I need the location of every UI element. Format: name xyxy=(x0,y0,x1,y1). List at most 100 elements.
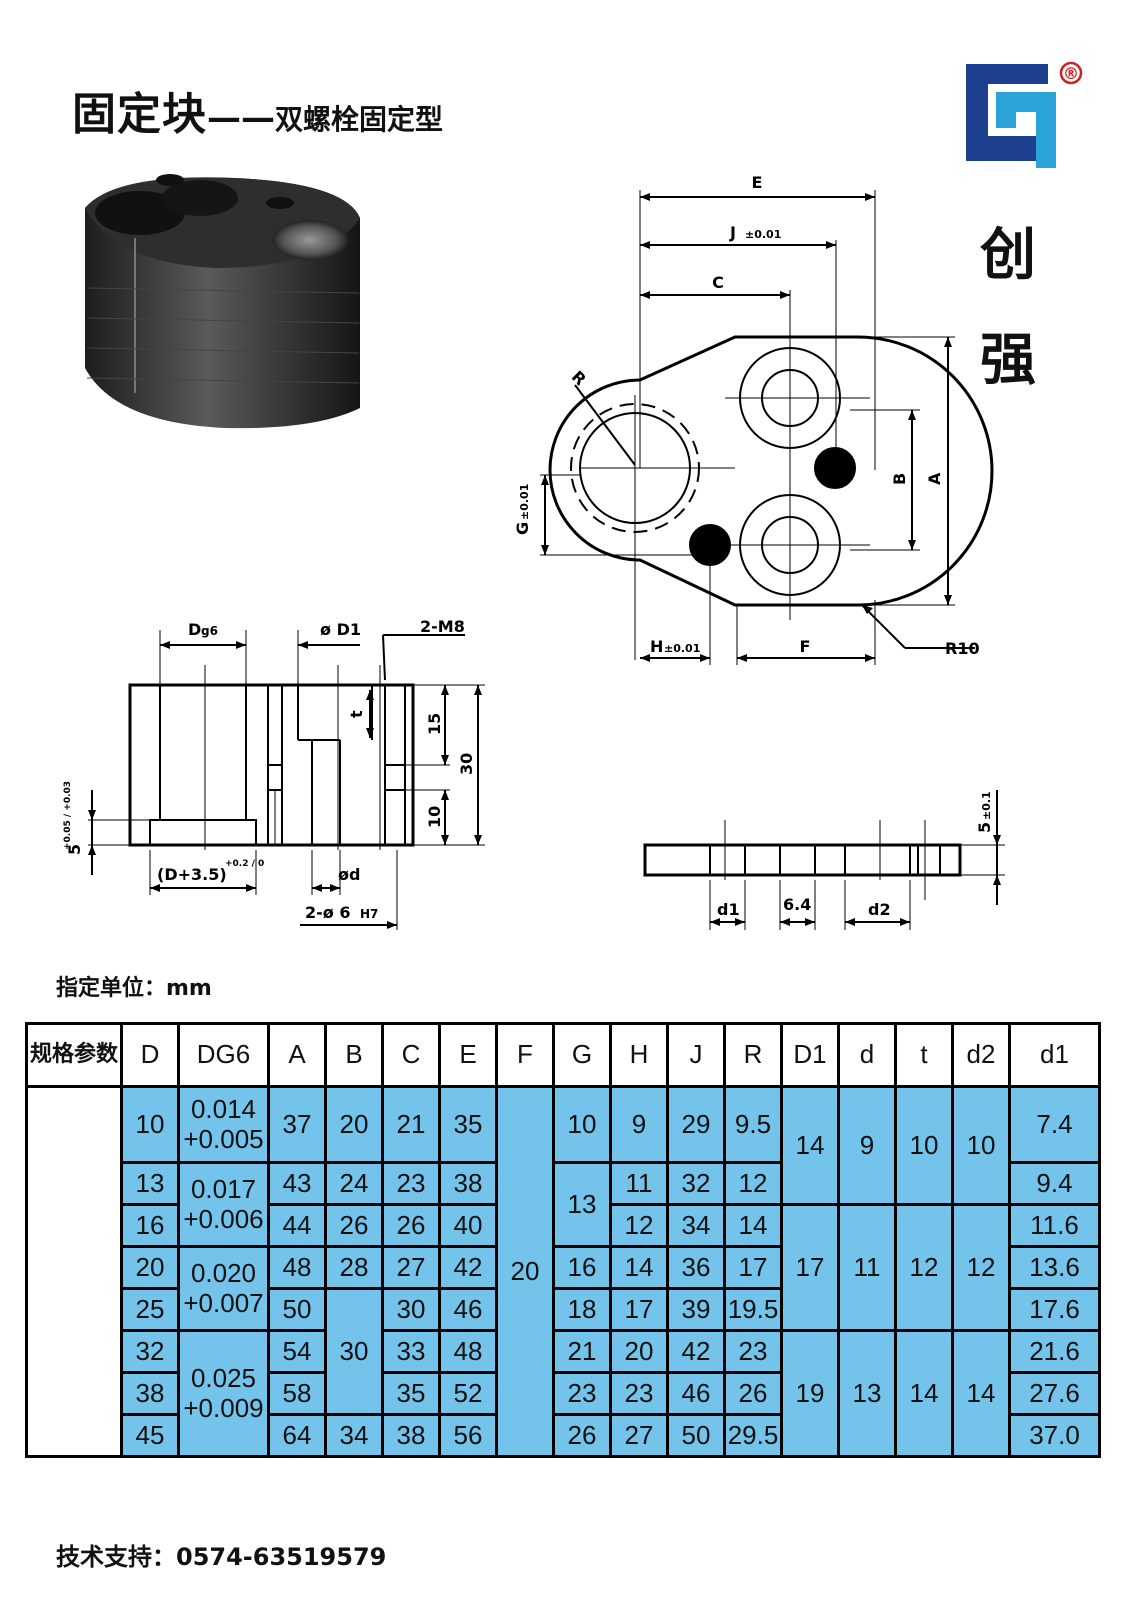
cell-h: 23 xyxy=(609,1371,669,1416)
cell-h: 27 xyxy=(609,1413,669,1458)
cell-dg6: 0.014+0.005 xyxy=(177,1085,270,1164)
cell-e: 52 xyxy=(438,1371,498,1416)
cell-d1-small: 11.6 xyxy=(1008,1203,1101,1248)
dim-d1-side: d1 xyxy=(717,900,740,919)
dim-j: J xyxy=(729,223,736,242)
cell-t: 10 xyxy=(894,1085,954,1206)
cell-g: 13 xyxy=(552,1161,612,1248)
header-b: B xyxy=(324,1022,384,1088)
cell-a: 64 xyxy=(267,1413,327,1458)
cell-d-small: 13 xyxy=(837,1329,897,1458)
cell-a: 58 xyxy=(267,1371,327,1416)
table-row: 20 0.020+0.007 48 28 27 42 16 14 36 17 1… xyxy=(27,1245,1101,1332)
dim-15: 15 xyxy=(425,713,444,735)
cell-d: 25 xyxy=(120,1287,180,1332)
cell-j: 32 xyxy=(666,1161,726,1206)
product-photo xyxy=(85,174,360,429)
dim-r: R xyxy=(568,367,590,389)
cell-t: 12 xyxy=(894,1203,954,1332)
dim-5-tol: +0.05 / +0.03 xyxy=(63,781,73,850)
contact-info: 技术支持：0574-63519579 xyxy=(56,1543,387,1571)
cell-d: 38 xyxy=(120,1371,180,1416)
cell-h: 9 xyxy=(609,1085,669,1164)
cell-d1-small: 13.6 xyxy=(1008,1245,1101,1290)
cell-r: 19.5 xyxy=(723,1287,783,1332)
header-d-small: d xyxy=(837,1022,897,1088)
dim-d: ød xyxy=(338,865,360,884)
header-t: t xyxy=(894,1022,954,1088)
cell-b: 20 xyxy=(324,1085,384,1164)
cell-d: 20 xyxy=(120,1245,180,1290)
cell-a: 54 xyxy=(267,1329,327,1374)
cell-d1: 14 xyxy=(780,1085,840,1206)
cell-j: 39 xyxy=(666,1287,726,1332)
cell-d-small: 9 xyxy=(837,1085,897,1206)
cell-c: 21 xyxy=(381,1085,441,1164)
title-main: 固定块 xyxy=(72,89,207,140)
cell-a: 48 xyxy=(267,1245,327,1290)
cell-b: 28 xyxy=(324,1245,384,1290)
cell-f: 20 xyxy=(495,1085,555,1458)
dim-e: E xyxy=(752,173,763,192)
header-d2: d2 xyxy=(951,1022,1011,1088)
cell-r: 23 xyxy=(723,1329,783,1374)
top-view xyxy=(540,190,994,665)
cell-b: 24 xyxy=(324,1161,384,1206)
cell-r: 29.5 xyxy=(723,1413,783,1458)
side-view xyxy=(643,790,1005,930)
dim-5-side-tol: ±0.1 xyxy=(980,791,993,820)
dim-6-4: 6.4 xyxy=(783,895,811,914)
cell-c: 27 xyxy=(381,1245,441,1290)
spec-table: 规格参数 D DG6 A B C E F G H J R D1 d t d2 d… xyxy=(25,1022,1101,1458)
dim-d2-side: d2 xyxy=(868,900,891,919)
dim-5-side: 5 xyxy=(975,822,994,833)
dim-10: 10 xyxy=(425,806,444,828)
dim-d35-tol: +0.2 / 0 xyxy=(225,859,264,869)
table-row: 25 50 30 30 46 18 17 39 19.5 17.6 xyxy=(27,1287,1101,1416)
table-row: 16 44 26 26 40 12 34 14 17 11 12 12 11.6 xyxy=(27,1203,1101,1332)
header-param: 规格参数 xyxy=(25,1022,123,1088)
dim-30: 30 xyxy=(457,753,476,775)
title-sub: 双螺栓固定型 xyxy=(275,103,444,136)
header-j: J xyxy=(666,1022,726,1088)
cell-r: 14 xyxy=(723,1203,783,1248)
cell-b: 34 xyxy=(324,1413,384,1458)
dim-r10: R10 xyxy=(945,639,980,658)
cell-d1-small: 7.4 xyxy=(1008,1085,1101,1164)
company-logo: ® xyxy=(966,61,1083,168)
cell-j: 36 xyxy=(666,1245,726,1290)
section-view xyxy=(88,630,485,930)
cell-d: 32 xyxy=(120,1329,180,1374)
dim-f: F xyxy=(800,637,811,656)
cell-g: 23 xyxy=(552,1371,612,1416)
registered-mark: ® xyxy=(1063,64,1079,83)
cell-j: 29 xyxy=(666,1085,726,1164)
table-header-row: 规格参数 D DG6 A B C E F G H J R D1 d t d2 d… xyxy=(25,1022,1101,1088)
cell-j: 50 xyxy=(666,1413,726,1458)
table-row: 10 0.014+0.005 37 20 21 35 20 10 9 29 9.… xyxy=(25,1085,1101,1458)
header-g: G xyxy=(552,1022,612,1088)
dim-hole-tol: H7 xyxy=(360,907,378,921)
header-h: H xyxy=(609,1022,669,1088)
cell-d1-small: 21.6 xyxy=(1008,1329,1101,1374)
cell-d1: 19 xyxy=(780,1329,840,1458)
header-e: E xyxy=(438,1022,498,1088)
cell-d: 13 xyxy=(120,1161,180,1206)
cell-e: 40 xyxy=(438,1203,498,1248)
cell-j: 46 xyxy=(666,1371,726,1416)
dim-g-tol: ±0.01 xyxy=(518,484,531,520)
dim-t: t xyxy=(347,710,366,718)
cell-r: 26 xyxy=(723,1371,783,1416)
table-row: 38 58 35 52 23 23 46 26 27.6 xyxy=(27,1371,1101,1416)
dim-m8: 2-M8 xyxy=(420,617,465,636)
dim-j-tol: ±0.01 xyxy=(745,228,781,241)
cell-a: 44 xyxy=(267,1203,327,1248)
cell-a: 37 xyxy=(267,1085,327,1164)
cell-t: 14 xyxy=(894,1329,954,1458)
table-row: 32 0.025+0.009 54 33 48 21 20 42 23 19 1… xyxy=(27,1329,1101,1458)
param-blank xyxy=(25,1085,123,1458)
cell-d: 45 xyxy=(120,1413,180,1458)
cell-e: 42 xyxy=(438,1245,498,1290)
cell-d: 10 xyxy=(120,1085,180,1164)
table-row: 13 0.017+0.006 43 24 23 38 13 11 32 12 9… xyxy=(27,1161,1101,1248)
